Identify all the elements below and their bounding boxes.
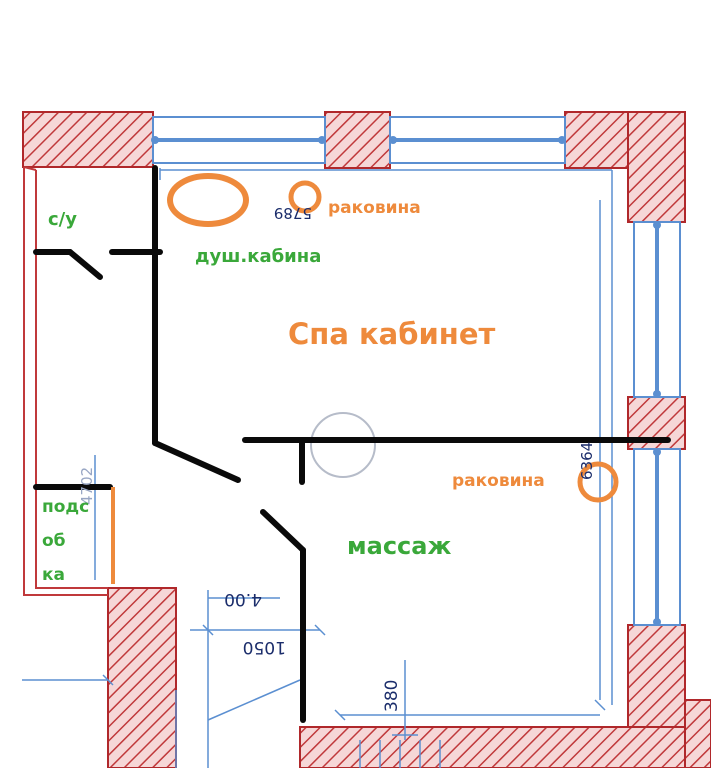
partition-door-lower <box>260 509 306 553</box>
dim-door-a: 4.00 <box>224 589 262 609</box>
sink-top-mark <box>288 180 322 214</box>
orange-marks <box>111 173 619 584</box>
wall-bottom-right <box>684 699 711 768</box>
wall-right-upper <box>627 111 686 223</box>
label-utility-line2: об <box>42 531 66 551</box>
wall-bottom <box>299 726 711 768</box>
partitions <box>33 165 671 723</box>
dim-right-height: 6364 <box>578 442 596 480</box>
label-utility-line1: подс <box>42 497 89 517</box>
wall-top-pillar <box>324 111 391 169</box>
sink-mid-mark <box>577 461 619 503</box>
partition-door-upper <box>152 440 241 483</box>
partition-wc-door <box>67 249 103 280</box>
window-markers <box>151 136 661 626</box>
wall-left-lower <box>107 587 177 768</box>
label-massage-room: массаж <box>347 532 451 560</box>
dim-bottom: 380 <box>382 680 402 712</box>
label-shower-cabin: душ.кабина <box>195 246 321 267</box>
dimension-ticks <box>102 624 606 721</box>
label-sink-top: раковина <box>328 198 421 218</box>
dim-left-height: 4702 <box>78 467 96 505</box>
left-outline <box>23 166 108 596</box>
walls <box>22 111 711 768</box>
label-sink-mid: раковина <box>452 471 545 491</box>
label-wc: с/у <box>48 209 77 230</box>
shower-cabin-mark <box>167 173 249 227</box>
faint-circle <box>310 412 376 478</box>
dim-top-width: 5789 <box>274 204 312 222</box>
wall-top-left <box>22 111 154 168</box>
label-utility-line3: ка <box>42 565 65 585</box>
label-spa-room: Спа кабинет <box>288 317 496 351</box>
dim-door-b: 1050 <box>243 637 286 657</box>
